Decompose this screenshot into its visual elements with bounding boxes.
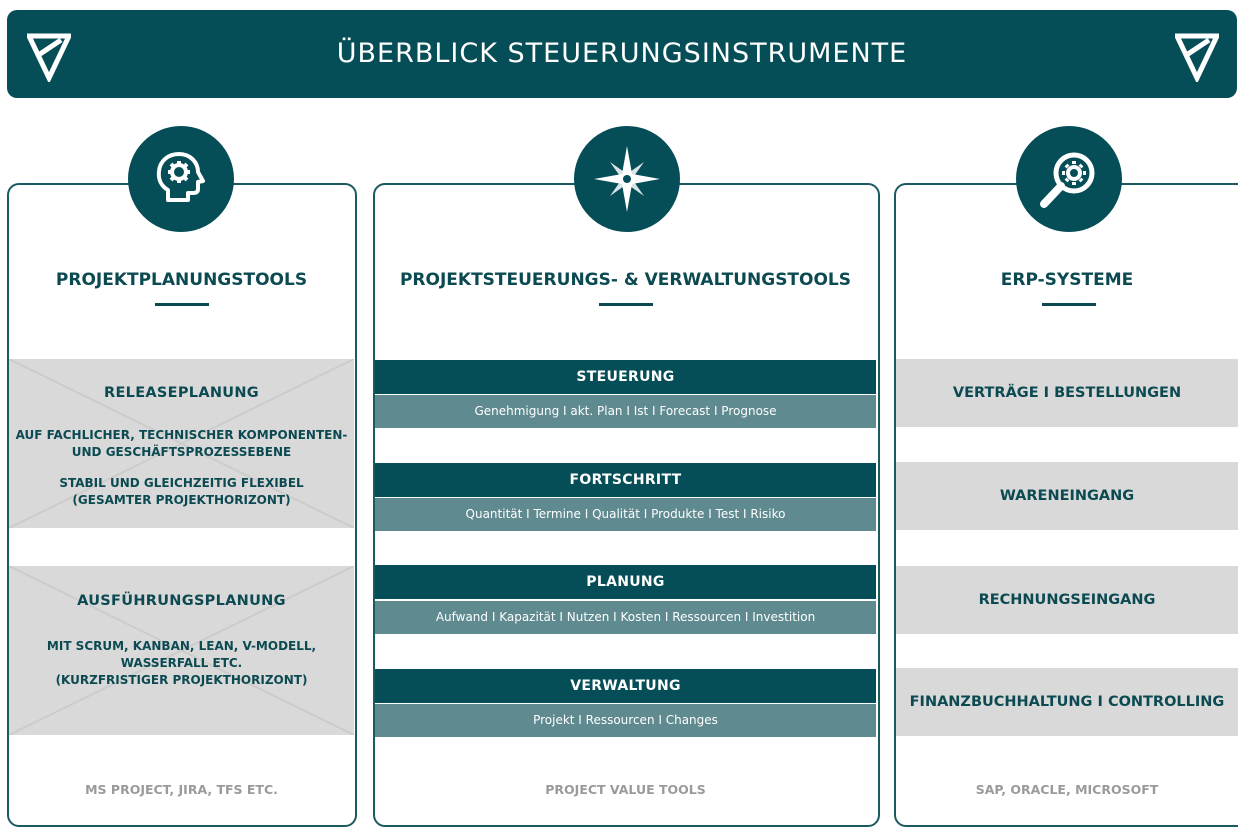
box-text-spacer [9,461,354,475]
box-background [9,566,354,735]
box-text-line: UND GESCHÄFTSPROZESSEBENE [71,445,292,459]
column-title-erp: ERP-SYSTEME [1000,270,1134,290]
erp-item-vertraege: VERTRÄGE I BESTELLUNGEN [896,359,1238,427]
page-title: ÜBERBLICK STEUERUNGSINSTRUMENTE [336,38,908,69]
logo-icon [27,33,71,82]
column-title-projektplanung: PROJEKTPLANUNGSTOOLS [55,270,308,290]
footer-projektplanung: MS PROJECT, JIRA, TFS ETC. [85,782,278,797]
column-title-projektsteuerung: PROJEKTSTEUERUNGS- & VERWALTUNGSTOOLS [399,270,852,290]
erp-item-wareneingang: WARENEINGANG [896,462,1238,530]
magnifier-gear-icon [1016,126,1122,232]
box-text-line: (GESAMTER PROJEKTHORIZONT) [72,493,291,507]
section-detail-steuerung: Genehmigung I akt. Plan I Ist I Forecast… [375,395,876,428]
box-releaseplanung: RELEASEPLANUNG AUF FACHLICHER, TECHNISCH… [9,359,354,528]
section-detail-fortschritt: Quantität I Termine I Qualität I Produkt… [375,498,876,531]
box-heading: AUSFÜHRUNGSPLANUNG [77,593,286,609]
erp-item-finanzbuchhaltung: FINANZBUCHHALTUNG I CONTROLLING [896,668,1238,736]
title-underline [1042,303,1096,306]
section-heading-verwaltung: VERWALTUNG [375,669,876,703]
section-heading-planung: PLANUNG [375,565,876,599]
title-underline [155,303,209,306]
box-heading: RELEASEPLANUNG [103,385,260,401]
box-text-line: AUF FACHLICHER, TECHNISCHER KOMPONENTEN- [15,428,348,442]
compass-star-icon [574,126,680,232]
section-heading-steuerung: STEUERUNG [375,360,876,394]
title-underline [599,303,653,306]
box-text-line: (KURZFRISTIGER PROJEKTHORIZONT) [55,673,308,687]
section-detail-verwaltung: Projekt I Ressourcen I Changes [375,704,876,737]
footer-projektsteuerung: PROJECT VALUE TOOLS [545,782,706,797]
header-banner: ÜBERBLICK STEUERUNGSINSTRUMENTE [7,10,1237,98]
footer-erp: SAP, ORACLE, MICROSOFT [975,782,1159,797]
section-heading-fortschritt: FORTSCHRITT [375,463,876,497]
box-ausfuehrungsplanung: AUSFÜHRUNGSPLANUNG MIT SCRUM, KANBAN, LE… [9,566,354,735]
box-text-line: WASSERFALL ETC. [120,656,243,670]
box-background [9,359,354,528]
erp-item-rechnungseingang: RECHNUNGSEINGANG [896,566,1238,634]
section-detail-planung: Aufwand I Kapazität I Nutzen I Kosten I … [375,601,876,634]
box-text-line: MIT SCRUM, KANBAN, LEAN, V-MODELL, [46,639,317,653]
head-gear-icon [128,126,234,232]
logo-icon [1175,33,1219,82]
box-text-line: STABIL UND GLEICHZEITIG FLEXIBEL [59,476,304,490]
